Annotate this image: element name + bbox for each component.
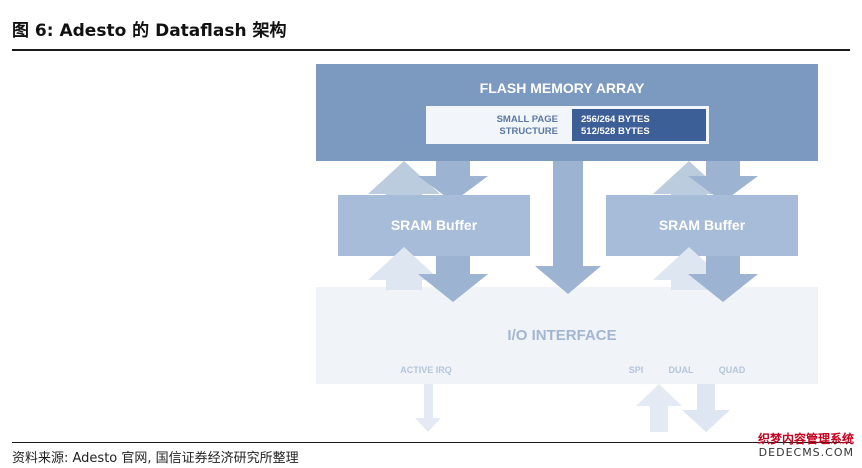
left-upper-up-arrow [368, 161, 440, 198]
source-note: 资料来源: Adesto 官网, 国信证券经济研究所整理 [12, 451, 299, 466]
io-interface-block [316, 287, 818, 384]
right-lower-down-arrow [688, 256, 758, 302]
flash-memory-array-label: FLASH MEMORY ARRAY [480, 80, 645, 96]
right-upper-down-arrow [688, 161, 758, 202]
dual-down-arrow [682, 384, 730, 432]
spi-label: SPI [629, 365, 644, 375]
sram-buffer-right-block [606, 195, 798, 256]
bytes-label-line1: 256/264 BYTES [581, 114, 650, 125]
watermark-line2: DEDECMS.COM [758, 446, 854, 459]
title-divider [12, 49, 850, 51]
sram-buffer-left-label: SRAM Buffer [391, 217, 478, 233]
figure-title: 图 6: Adesto 的 Dataflash 架构 [12, 21, 287, 41]
sram-buffer-right-label: SRAM Buffer [659, 217, 746, 233]
left-lower-up-arrow [368, 247, 440, 290]
small-page-label-line1: SMALL PAGE [497, 114, 558, 125]
dual-label: DUAL [669, 365, 694, 375]
active-irq-arrow [415, 384, 441, 432]
small-page-label-line2: STRUCTURE [499, 126, 558, 137]
spi-up-arrow [636, 384, 682, 432]
left-upper-down-arrow [418, 161, 488, 202]
left-lower-down-arrow [418, 256, 488, 302]
watermark-line1: 织梦内容管理系统 [757, 432, 854, 446]
sram-buffer-left-block [338, 195, 530, 256]
bytes-label-line2: 512/528 BYTES [581, 126, 650, 137]
bytes-box [572, 109, 706, 141]
quad-label: QUAD [719, 365, 746, 375]
active-irq-label: ACTIVE IRQ [400, 365, 452, 375]
watermark-logo: 织梦内容管理系统 DEDECMS.COM [758, 432, 854, 460]
flash-to-io-arrow [535, 161, 601, 294]
source-divider [12, 442, 850, 443]
io-interface-label: I/O INTERFACE [507, 327, 616, 344]
